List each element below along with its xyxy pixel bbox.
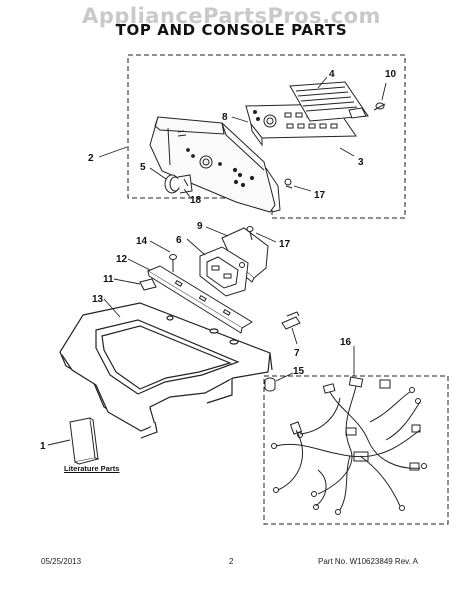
callout-11: 11	[103, 274, 114, 285]
footer-page: 2	[229, 557, 234, 566]
callout-13: 13	[92, 294, 104, 305]
callout-8: 8	[222, 112, 228, 123]
callout-16: 16	[340, 337, 352, 348]
screw	[373, 102, 386, 111]
watermark: AppliancePartsPros.com	[82, 4, 381, 28]
callout-15: 15	[293, 366, 305, 377]
console-panel	[149, 116, 281, 213]
console-group-box	[127, 54, 406, 219]
screw	[169, 254, 177, 272]
screw	[284, 178, 293, 189]
bumper	[264, 377, 276, 392]
callout-5: 5	[140, 162, 146, 173]
literature-booklet	[69, 417, 100, 465]
callout-17-top: 17	[314, 190, 326, 201]
callout-2: 2	[88, 153, 94, 164]
console-shield	[289, 81, 369, 122]
main-top	[59, 302, 273, 439]
callout-1: 1	[40, 441, 46, 452]
leader-lines	[47, 76, 387, 446]
callout-labels: 1 2 3 4 5 6 7 8 9 10 11 12 13 14 15 16 1…	[40, 69, 397, 452]
callout-3: 3	[358, 157, 364, 168]
callout-9: 9	[197, 221, 203, 232]
clip	[281, 311, 301, 330]
literature-parts-label: Literature Parts	[64, 464, 120, 473]
pad	[139, 278, 157, 291]
control-board	[199, 246, 249, 297]
callout-10: 10	[385, 69, 397, 80]
hinge-bar	[146, 265, 253, 334]
callout-18: 18	[190, 195, 202, 206]
diagram-title: TOP AND CONSOLE PARTS	[115, 21, 348, 39]
footer-date: 05/25/2013	[41, 557, 82, 566]
callout-6: 6	[176, 235, 182, 246]
callout-4: 4	[329, 69, 335, 80]
callout-7: 7	[294, 348, 300, 359]
callout-12: 12	[116, 254, 128, 265]
callout-14: 14	[136, 236, 148, 247]
knob	[164, 174, 193, 194]
callout-17-lower: 17	[279, 239, 291, 250]
wire-harness-group-box	[263, 375, 449, 525]
screw	[246, 226, 254, 241]
footer-part-number: Part No. W10623849 Rev. A	[318, 557, 418, 566]
wire-harness	[271, 376, 427, 515]
